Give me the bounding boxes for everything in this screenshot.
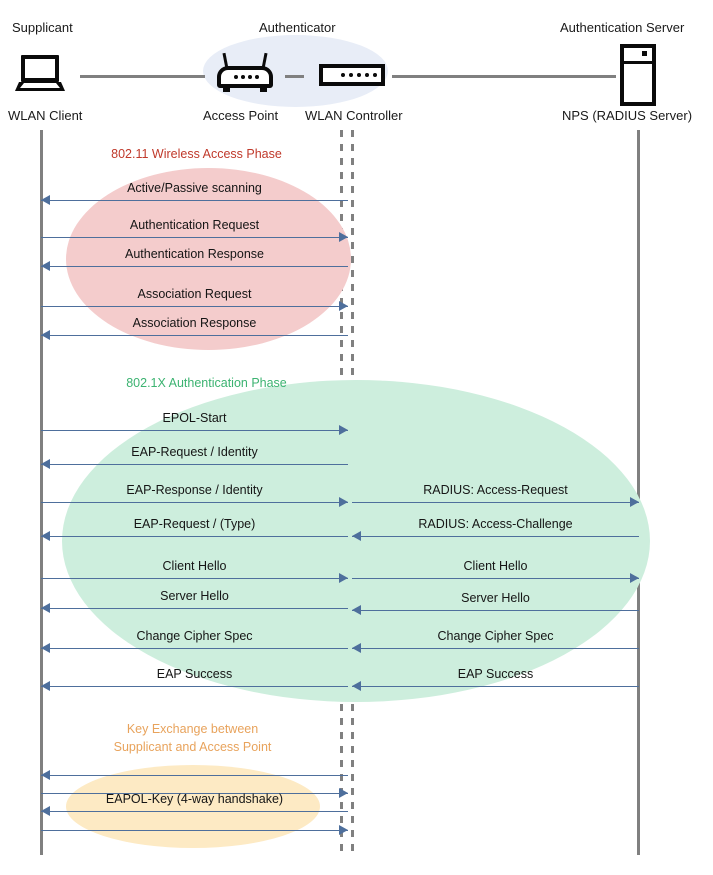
message-label: Server Hello bbox=[160, 589, 229, 603]
message-line bbox=[352, 578, 639, 579]
message-line bbox=[352, 686, 639, 687]
link-client-to-ap bbox=[80, 75, 205, 78]
message-label: EAP-Request / Identity bbox=[131, 445, 258, 459]
arrow-head-left-icon bbox=[41, 681, 50, 691]
message-line bbox=[41, 686, 348, 687]
actor-role-authenticator: Authenticator bbox=[259, 20, 336, 35]
phase-blob-wireless-access bbox=[66, 168, 351, 350]
arrow-head-right-icon bbox=[339, 825, 348, 835]
arrow-head-right-icon bbox=[339, 232, 348, 242]
arrow-head-left-icon bbox=[41, 459, 50, 469]
wlan-controller-icon bbox=[319, 64, 385, 86]
arrow-head-left-icon bbox=[41, 643, 50, 653]
message-line bbox=[352, 502, 639, 503]
message-line bbox=[41, 536, 348, 537]
message-line bbox=[41, 266, 348, 267]
message-label: EAP Success bbox=[156, 667, 233, 681]
arrow-head-right-icon bbox=[339, 301, 348, 311]
message-line bbox=[41, 306, 348, 307]
arrow-head-right-icon bbox=[630, 573, 639, 583]
arrow-head-left-icon bbox=[352, 643, 361, 653]
arrow-head-left-icon bbox=[41, 261, 50, 271]
message-label: Active/Passive scanning bbox=[127, 181, 262, 195]
message-line bbox=[41, 811, 348, 812]
phase-label-key-exchange-line2: Supplicant and Access Point bbox=[113, 740, 272, 754]
arrow-head-right-icon bbox=[339, 788, 348, 798]
actor-caption-wlan-controller: WLAN Controller bbox=[305, 108, 403, 123]
actor-caption-wlan-client: WLAN Client bbox=[8, 108, 83, 123]
lifeline-supplicant bbox=[40, 130, 43, 855]
message-label: EAP-Response / Identity bbox=[126, 483, 263, 497]
message-line bbox=[41, 793, 348, 794]
message-line bbox=[41, 464, 348, 465]
lifeline-auth-server bbox=[637, 130, 640, 855]
message-label: EAP-Request / (Type) bbox=[133, 517, 256, 531]
arrow-head-right-icon bbox=[339, 425, 348, 435]
arrow-head-right-icon bbox=[339, 573, 348, 583]
message-label: Association Response bbox=[132, 316, 257, 330]
message-label: EPOL-Start bbox=[162, 411, 227, 425]
message-line bbox=[352, 536, 639, 537]
phase-blob-key-exchange bbox=[66, 765, 320, 848]
message-line bbox=[41, 237, 348, 238]
link-controller-to-server bbox=[392, 75, 616, 78]
arrow-head-left-icon bbox=[41, 531, 50, 541]
message-line bbox=[41, 502, 348, 503]
message-line bbox=[41, 608, 348, 609]
message-label: Change Cipher Spec bbox=[136, 629, 253, 643]
message-label: Authentication Response bbox=[125, 247, 264, 261]
message-label: Client Hello bbox=[162, 559, 227, 573]
message-label: Server Hello bbox=[461, 591, 530, 605]
phase-label-key-exchange-line1: Key Exchange between bbox=[126, 722, 259, 736]
phase-label-dot1x-authentication: 802.1X Authentication Phase bbox=[126, 376, 287, 390]
arrow-head-left-icon bbox=[41, 806, 50, 816]
arrow-head-left-icon bbox=[41, 770, 50, 780]
phase-label-wireless-access: 802.11 Wireless Access Phase bbox=[111, 147, 282, 161]
message-label: Association Request bbox=[137, 287, 252, 301]
message-line bbox=[41, 775, 348, 776]
access-point-icon bbox=[217, 52, 273, 93]
message-label: Change Cipher Spec bbox=[437, 629, 554, 643]
actor-caption-nps-radius-server: NPS (RADIUS Server) bbox=[562, 108, 693, 123]
message-label: EAPOL-Key (4-way handshake) bbox=[105, 792, 284, 806]
server-icon bbox=[620, 44, 656, 106]
arrow-head-left-icon bbox=[352, 531, 361, 541]
message-line bbox=[41, 578, 348, 579]
arrow-head-left-icon bbox=[352, 681, 361, 691]
message-label: RADIUS: Access-Challenge bbox=[418, 517, 573, 531]
message-label: Authentication Request bbox=[129, 218, 260, 232]
arrow-head-left-icon bbox=[352, 605, 361, 615]
actor-role-supplicant: Supplicant bbox=[12, 20, 73, 35]
link-ap-to-controller bbox=[285, 75, 304, 78]
message-line bbox=[41, 830, 348, 831]
actor-caption-access-point: Access Point bbox=[203, 108, 279, 123]
arrow-head-right-icon bbox=[630, 497, 639, 507]
message-line bbox=[41, 430, 348, 431]
arrow-head-right-icon bbox=[339, 497, 348, 507]
message-label: EAP Success bbox=[457, 667, 534, 681]
message-label: RADIUS: Access-Request bbox=[423, 483, 568, 497]
message-line bbox=[41, 335, 348, 336]
message-label: Client Hello bbox=[463, 559, 528, 573]
phase-blob-dot1x-authentication bbox=[62, 380, 650, 702]
laptop-icon bbox=[15, 55, 65, 93]
arrow-head-left-icon bbox=[41, 330, 50, 340]
message-line bbox=[352, 610, 639, 611]
message-line bbox=[352, 648, 639, 649]
message-line bbox=[41, 200, 348, 201]
message-line bbox=[41, 648, 348, 649]
arrow-head-left-icon bbox=[41, 603, 50, 613]
arrow-head-left-icon bbox=[41, 195, 50, 205]
actor-role-authentication-server: Authentication Server bbox=[560, 20, 685, 35]
